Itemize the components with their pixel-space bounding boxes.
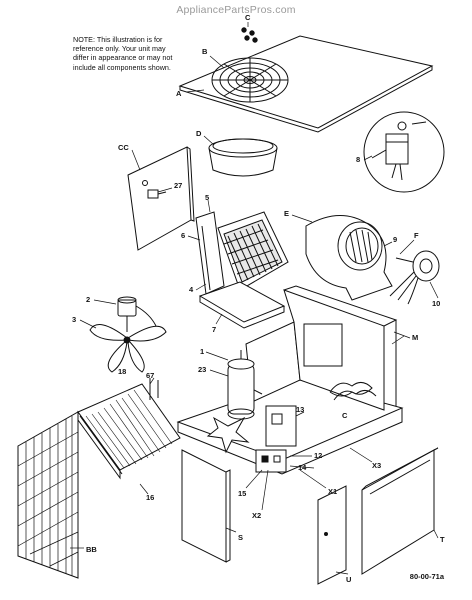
compressor xyxy=(227,350,263,420)
condenser-coil xyxy=(77,378,181,480)
label-x2: X2 xyxy=(252,511,261,520)
note-line-1: NOTE: This illustration is for xyxy=(73,35,163,44)
evaporator-coil xyxy=(195,211,289,295)
label-23: 23 xyxy=(198,365,206,374)
label-67: 67 xyxy=(146,371,154,380)
diagram-note: NOTE: This illustration is for reference… xyxy=(73,35,193,72)
callout-labels: A B C CC D 27 8 5 E 6 9 F 4 10 2 7 3 M 1… xyxy=(72,13,445,584)
base-cabinet xyxy=(176,285,404,475)
label-3: 3 xyxy=(72,315,76,324)
side-access-panel xyxy=(127,146,195,251)
label-6: 6 xyxy=(181,231,185,240)
label-10: 10 xyxy=(432,299,440,308)
front-panel-s xyxy=(181,449,231,563)
screws xyxy=(241,27,258,43)
drawing-code: 80-00-71a xyxy=(409,572,444,581)
label-12: 12 xyxy=(314,451,322,460)
note-line-2: reference only. Your unit may xyxy=(73,44,166,54)
blower-motor xyxy=(389,250,440,305)
label-14: 14 xyxy=(298,463,307,472)
label-c2: C xyxy=(342,411,348,420)
label-27: 27 xyxy=(174,181,182,190)
label-b: B xyxy=(202,47,208,56)
orifice-ring xyxy=(208,138,278,177)
label-2: 2 xyxy=(86,295,90,304)
label-13: 13 xyxy=(296,405,304,414)
label-18: 18 xyxy=(118,367,126,376)
label-8: 8 xyxy=(356,155,360,164)
label-1: 1 xyxy=(200,347,204,356)
label-4: 4 xyxy=(189,285,194,294)
blower-housing xyxy=(305,215,393,301)
fan-guard-grille xyxy=(211,57,289,103)
condenser-fan-blade xyxy=(89,324,167,373)
label-cc: CC xyxy=(118,143,129,152)
label-s: S xyxy=(238,533,243,542)
condenser-fan-motor xyxy=(117,296,157,332)
note-line-3: differ in appearance or may not xyxy=(73,53,173,63)
label-x1: X1 xyxy=(328,487,337,496)
note-line-4: include all components shown. xyxy=(73,62,171,72)
top-cover-panel xyxy=(178,35,434,133)
label-f: F xyxy=(414,231,419,240)
label-7: 7 xyxy=(212,325,216,334)
label-15: 15 xyxy=(238,489,246,498)
access-panel-u xyxy=(317,485,347,585)
label-u: U xyxy=(346,575,351,584)
label-bb: BB xyxy=(86,545,97,554)
coil-guard-grille xyxy=(17,411,79,579)
label-m: M xyxy=(412,333,418,342)
control-detail-circle xyxy=(363,111,445,193)
label-16: 16 xyxy=(146,493,154,502)
label-t: T xyxy=(440,535,445,544)
label-5: 5 xyxy=(205,193,209,202)
leader-lines xyxy=(70,22,439,575)
label-a: A xyxy=(176,89,182,98)
watermark: AppliancePartsPros.com xyxy=(176,4,296,16)
label-d: D xyxy=(196,129,202,138)
side-panel-t xyxy=(361,447,439,575)
label-x3: X3 xyxy=(372,461,381,470)
label-e: E xyxy=(284,209,289,218)
drain-pan xyxy=(198,281,286,329)
label-9: 9 xyxy=(393,235,397,244)
label-c: C xyxy=(245,13,251,22)
